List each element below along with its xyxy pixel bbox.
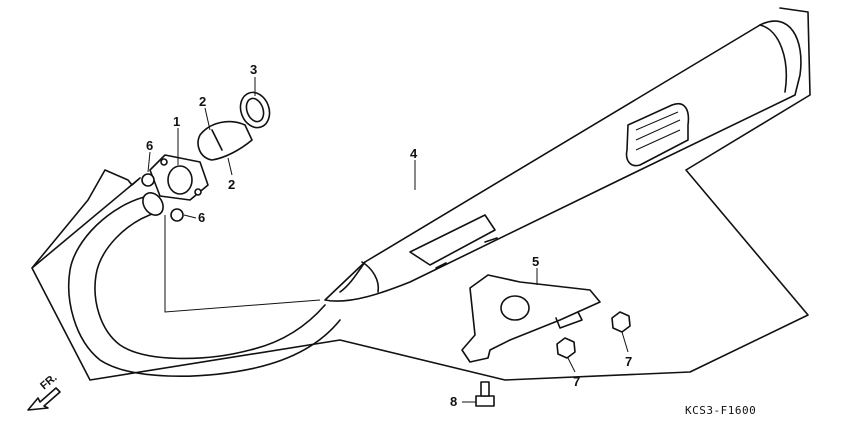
leader-7b <box>621 331 629 353</box>
header-pipe-outer <box>67 195 341 377</box>
flange-bolt-hole-1 <box>160 158 168 166</box>
callout-5: 5 <box>532 254 539 269</box>
split-collar <box>197 120 253 161</box>
heat-shield-slot-2 <box>635 119 681 141</box>
collar-seam <box>211 129 223 151</box>
mount-bolt-shank <box>480 381 490 397</box>
callout-2b: 2 <box>228 177 235 192</box>
gasket-ring-inner <box>245 97 265 123</box>
mount-bolt-head <box>475 395 495 407</box>
bracket-hole <box>500 295 530 321</box>
muffler-mount-bracket <box>409 214 496 266</box>
callout-6b: 6 <box>198 210 205 225</box>
flange-nut-lower <box>170 208 184 222</box>
callout-2a: 2 <box>199 94 206 109</box>
muffler-taper-line <box>339 261 366 293</box>
flange-nut-upper <box>141 173 155 187</box>
bracket-nut-2 <box>611 311 631 333</box>
muffler-end-cap <box>759 24 788 93</box>
flange-bore <box>167 165 193 195</box>
leader-6b <box>183 214 197 219</box>
header-pipe-inner <box>94 211 326 360</box>
heat-shield-slot-3 <box>635 129 681 151</box>
mount-stud-1 <box>484 237 498 243</box>
drawing-code: KCS3-F1600 <box>685 404 756 417</box>
callout-3: 3 <box>250 62 257 77</box>
leader-1-down <box>164 215 321 313</box>
leader-2b <box>227 157 233 176</box>
muffler-joint-ring <box>361 261 380 293</box>
callout-6a: 6 <box>146 138 153 153</box>
heat-shield <box>625 103 690 167</box>
bracket-nut-1 <box>556 337 576 359</box>
mount-stud-2 <box>435 262 447 269</box>
header-pipe-end <box>142 192 164 216</box>
callout-7b: 7 <box>625 354 632 369</box>
flange-bolt-hole-2 <box>194 188 202 196</box>
front-direction-arrow-icon <box>27 387 61 411</box>
heat-shield-slot-1 <box>635 111 679 131</box>
zone-outline <box>31 7 811 381</box>
callout-1: 1 <box>173 114 180 129</box>
exhaust-bracket <box>461 274 601 363</box>
callout-8: 8 <box>450 394 457 409</box>
callout-4: 4 <box>410 146 418 161</box>
leader-7a <box>567 357 576 373</box>
bracket-hook <box>555 311 583 329</box>
muffler-body <box>324 20 802 302</box>
leader-2a <box>204 107 211 131</box>
leader-6a <box>147 151 151 173</box>
callout-7a: 7 <box>573 374 580 389</box>
